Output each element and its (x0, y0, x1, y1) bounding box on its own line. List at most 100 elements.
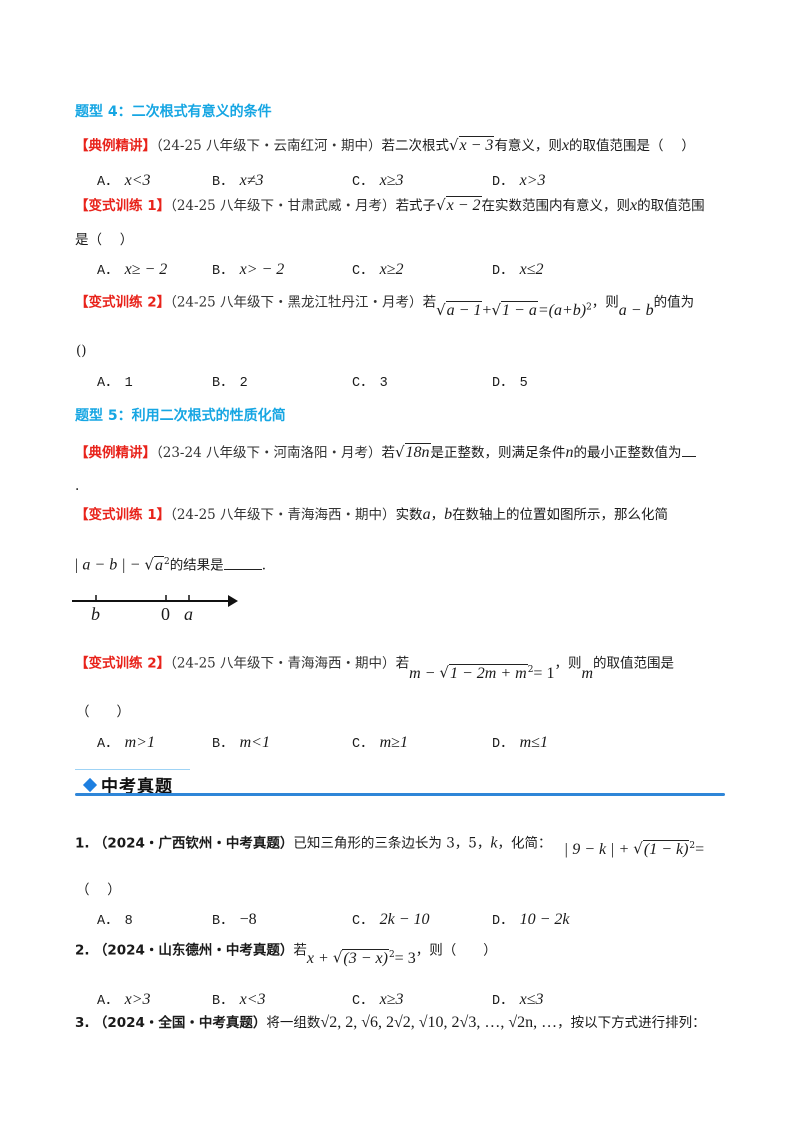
question-number: 3. (75, 1015, 90, 1031)
question-text: 若 (293, 942, 307, 959)
math-var: m (581, 664, 594, 682)
answer-blank[interactable] (223, 557, 262, 570)
option-a[interactable]: A．x<3 (97, 169, 151, 190)
question-text: 的结果是 (169, 557, 224, 574)
option-b[interactable]: B．m<1 (212, 731, 270, 752)
question-type5-variant1: 【变式训练 1】（24-25 八年级下・青海海西・期中）实数a，b在数轴上的位置… (75, 506, 668, 524)
equation: √a − 1+√1 − a=(a+b)2 (436, 300, 592, 319)
question-source: （24-25 八年级下・云南红河・期中） (156, 138, 382, 154)
option-b[interactable]: B．x<3 (212, 988, 266, 1009)
option-label: D． (492, 737, 514, 752)
section-heading-type4: 题型 4：二次根式有意义的条件 (75, 104, 272, 120)
option-value: x≥2 (379, 261, 404, 278)
option-value: x>3 (519, 172, 546, 189)
option-a[interactable]: A．8 (97, 908, 139, 929)
question-text: 若式子 (395, 198, 437, 214)
option-d[interactable]: D．x≤3 (492, 988, 544, 1009)
option-b[interactable]: B．−8 (212, 908, 257, 929)
question-text: ，化简： (497, 835, 552, 852)
math-expr: a − b (618, 301, 654, 319)
equation: | 9 − k | + √(1 − k)2= (564, 839, 704, 858)
option-b[interactable]: B．2 (212, 370, 254, 391)
option-d[interactable]: D．x≤2 (492, 258, 544, 279)
question-text: . (261, 557, 266, 574)
option-label: D． (492, 994, 514, 1009)
question-continuation: 是（ ） (75, 232, 134, 248)
diamond-icon (82, 777, 98, 793)
option-value: m≥1 (379, 734, 408, 751)
option-a[interactable]: A．x≥ − 2 (97, 258, 167, 279)
number-line-label-zero: 0 (161, 604, 170, 624)
option-label: B． (212, 264, 234, 279)
sqrt-expression: √(1 − k)2 (633, 839, 696, 858)
question-text: ，则（ ） (415, 942, 497, 959)
option-c[interactable]: C．x≥3 (352, 988, 404, 1009)
sqrt-expression: √1 − a (491, 300, 538, 319)
option-d[interactable]: D．x>3 (492, 169, 546, 190)
option-value: 3 (379, 376, 388, 391)
question-text: 实数 (395, 507, 423, 523)
option-b[interactable]: B．x≠3 (212, 169, 264, 190)
option-b[interactable]: B．x> − 2 (212, 258, 284, 279)
option-a[interactable]: A．x>3 (97, 988, 151, 1009)
sqrt-expression: √x − 2 (436, 196, 482, 214)
equation: m − √1 − 2m + m2= 1 (409, 663, 554, 682)
question-source: （2024・山东德州・中考真题） (93, 942, 294, 959)
option-c[interactable]: C．m≥1 (352, 731, 408, 752)
question-number: 2. (75, 942, 90, 959)
option-value: m>1 (124, 734, 155, 751)
question-type5-example: 【典例精讲】（23-24 八年级下・河南洛阳・月考）若√18n是正整数，则满足条… (75, 443, 696, 462)
question-text: 的取值范围是 (593, 655, 675, 672)
option-value: 1 (124, 376, 133, 391)
number-line-label-b: b (91, 604, 100, 624)
option-c[interactable]: C．x≥3 (352, 169, 404, 190)
option-value: 5 (519, 376, 528, 391)
option-label: B． (212, 737, 234, 752)
question-text: ， (430, 507, 445, 523)
question-text: 有意义，则 (494, 138, 562, 154)
option-label: B． (212, 914, 234, 929)
option-a[interactable]: A．m>1 (97, 731, 155, 752)
question-text: 若二次根式 (381, 138, 449, 154)
question-text: 的最小正整数值为 (573, 445, 682, 461)
option-label: C． (352, 376, 374, 391)
math-var: n (565, 444, 574, 461)
answer-blank[interactable] (681, 444, 696, 457)
question-type4-example: 【典例精讲】（24-25 八年级下・云南红河・期中）若二次根式√x − 3有意义… (75, 136, 695, 155)
question-tag: 【典例精讲】 (75, 445, 156, 461)
option-value: x<3 (124, 172, 151, 189)
option-c[interactable]: C．2k − 10 (352, 908, 430, 929)
question-source: （23-24 八年级下・河南洛阳・月考） (156, 445, 382, 461)
option-label: D． (492, 376, 514, 391)
option-a[interactable]: A．1 (97, 370, 139, 391)
equation: x + √(3 − x)2= 3 (307, 948, 416, 967)
option-label: A． (97, 994, 119, 1009)
option-value: 10 − 2k (519, 911, 570, 928)
option-c[interactable]: C． 3 (352, 370, 394, 391)
question-text: ，则 (554, 655, 582, 672)
question-text: 在数轴上的位置如图所示，那么化简 (452, 507, 669, 523)
question-text: ，则 (591, 294, 619, 311)
exam-question-1: 1. （2024・广西钦州・中考真题）已知三角形的三条边长为 3，5，k，化简：… (75, 831, 704, 858)
option-value: 8 (124, 914, 133, 929)
option-d[interactable]: D．m≤1 (492, 731, 548, 752)
exam-section-title: 中考真题 (101, 777, 173, 797)
question-tag: 【变式训练 2】 (75, 655, 171, 672)
option-value: 2 (239, 376, 248, 391)
sqrt-expression: √a − 1 (436, 300, 483, 319)
option-value: x≥ − 2 (124, 261, 168, 278)
sqrt-expression: √18n (394, 443, 431, 461)
option-d[interactable]: D． 10 − 2k (492, 908, 570, 929)
option-label: C． (352, 264, 374, 279)
option-label: D． (492, 914, 514, 929)
section-heading-type5: 题型 5：利用二次根式的性质化简 (75, 408, 286, 424)
question-text: 的取值范围 (637, 198, 705, 214)
option-c[interactable]: C． x≥2 (352, 258, 404, 279)
question-continuation: （ ） (76, 704, 130, 720)
question-text: ，按以下方式进行排列： (557, 1015, 706, 1031)
option-label: C． (352, 175, 374, 190)
option-d[interactable]: D． 5 (492, 370, 534, 391)
math-var: x (630, 197, 638, 214)
question-source: （2024・全国・中考真题） (93, 1015, 267, 1031)
option-label: B． (212, 994, 234, 1009)
